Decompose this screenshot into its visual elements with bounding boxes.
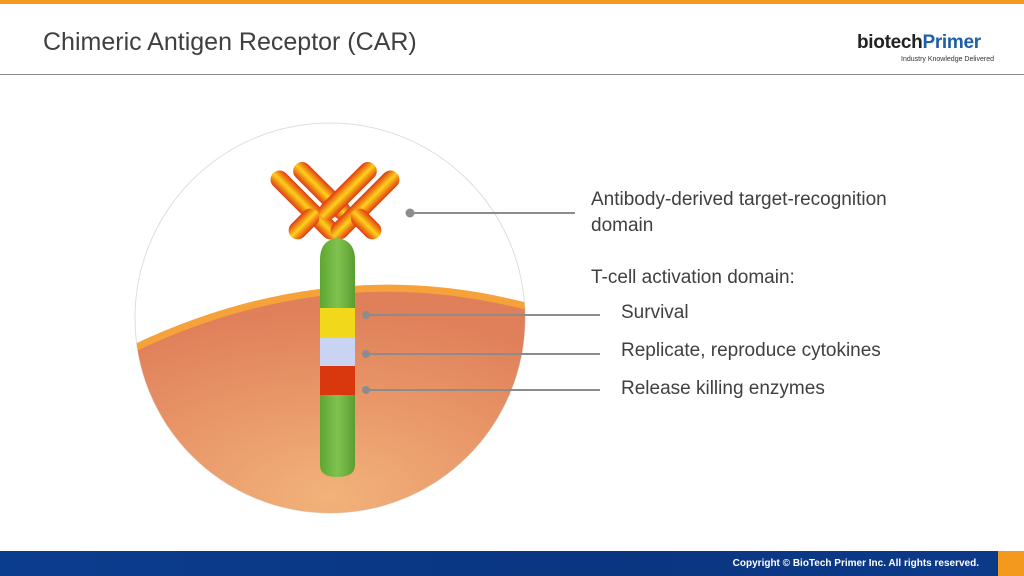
top-accent-bar (0, 0, 1024, 4)
footer-accent (998, 551, 1024, 576)
footer-bar (0, 551, 1024, 576)
logo-word-dark: biotech (857, 32, 923, 53)
car-stem (320, 238, 355, 477)
antibody-domain-label: Antibody-derived target-recognition doma… (591, 189, 887, 236)
logo-word-blue: Primer (922, 32, 981, 53)
leader-lines (362, 208, 600, 394)
biotech-primer-logo: biotechPrimer Industry Knowledge Deliver… (857, 22, 1007, 68)
release-domain (320, 366, 355, 395)
activation-heading: T-cell activation domain: (591, 267, 795, 288)
release-label: Release killing enzymes (621, 378, 825, 399)
logo-tagline: Industry Knowledge Delivered (901, 56, 994, 63)
replicate-label: Replicate, reproduce cytokines (621, 340, 881, 361)
survival-domain (320, 308, 355, 338)
page-title: Chimeric Antigen Receptor (CAR) (43, 28, 417, 56)
survival-label: Survival (621, 302, 689, 323)
copyright-text: Copyright © BioTech Primer Inc. All righ… (732, 558, 979, 569)
replicate-domain (320, 338, 355, 366)
header-divider (0, 74, 1024, 75)
antibody-icon (270, 162, 400, 240)
